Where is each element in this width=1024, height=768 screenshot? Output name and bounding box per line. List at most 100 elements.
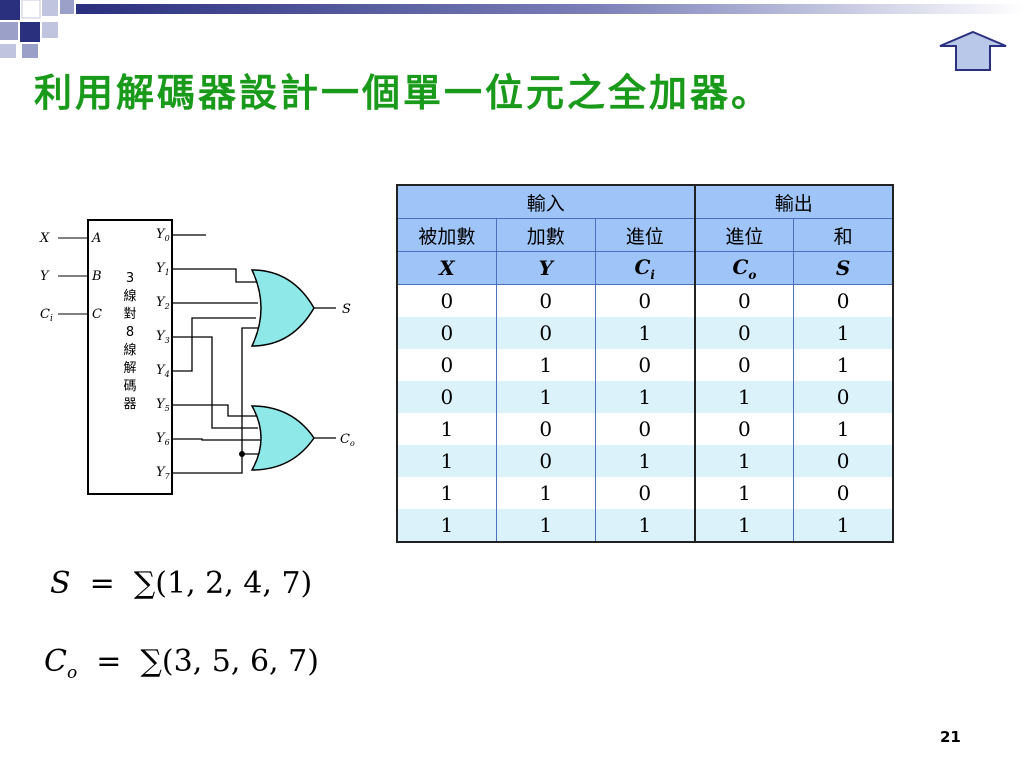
table-cell: 1	[396, 413, 497, 445]
table-cell: 0	[594, 413, 696, 445]
table-cell: 1	[793, 509, 894, 542]
table-group-header-row: 輸入 輸出	[396, 185, 894, 219]
var-header: Co	[693, 251, 795, 285]
table-cell: 1	[396, 445, 497, 477]
table-cell: 1	[594, 445, 696, 477]
pin-b: B	[91, 269, 102, 284]
or-gate-carry	[250, 405, 315, 471]
decoder-label-char: 8	[126, 325, 134, 340]
table-cell: 1	[693, 477, 795, 509]
table-cell: 0	[793, 381, 894, 413]
col-header: 加數	[495, 218, 596, 252]
pin-c: C	[92, 307, 102, 322]
table-cell: 0	[793, 445, 894, 477]
deco-square	[60, 0, 74, 14]
table-cell: 0	[594, 284, 696, 317]
table-cell: 0	[693, 317, 795, 349]
col-header: 和	[793, 218, 894, 252]
table-cell: 1	[693, 445, 795, 477]
table-cell: 1	[396, 477, 497, 509]
output-y5-label: Y5	[156, 397, 170, 413]
var-header: S	[793, 251, 894, 285]
col-header: 被加數	[396, 218, 497, 252]
equation-co: Co = ∑(3, 5, 6, 7)	[44, 644, 319, 683]
deco-square	[21, 0, 41, 19]
var-header: X	[396, 251, 497, 285]
table-cell: 0	[793, 284, 894, 317]
col-header: 進位	[594, 218, 696, 252]
output-s-label: S	[342, 302, 351, 317]
deco-square	[0, 44, 16, 58]
table-cell: 0	[495, 445, 596, 477]
header-input: 輸入	[396, 185, 696, 219]
equation-s: S = ∑(1, 2, 4, 7)	[50, 566, 313, 601]
deco-square	[0, 0, 20, 20]
table-cell: 1	[594, 381, 696, 413]
table-cell: 0	[594, 477, 696, 509]
input-y-label: Y	[40, 269, 50, 284]
table-cell: 1	[495, 477, 596, 509]
table-cell: 0	[495, 413, 596, 445]
table-cell: 1	[693, 509, 795, 542]
var-header: Ci	[594, 251, 696, 285]
output-co-label: Co	[340, 432, 355, 448]
wire-junction	[239, 451, 245, 457]
table-cell: 0	[396, 349, 497, 381]
output-y2-label: Y2	[156, 295, 170, 311]
table-cell: 0	[495, 284, 596, 317]
table-cell: 1	[793, 349, 894, 381]
output-y6-label: Y6	[156, 431, 170, 447]
slide-title: 利用解碼器設計一個單一位元之全加器。	[34, 71, 773, 115]
table-cell: 1	[396, 509, 497, 542]
deco-square	[0, 22, 18, 40]
header-gradient-bar	[76, 4, 1024, 14]
input-c-label: Ci	[40, 307, 53, 324]
up-arrow-icon[interactable]	[938, 30, 1008, 72]
table-cell: 1	[594, 509, 696, 542]
full-adder-circuit: X Y Ci A B C 3 線 對 8 線 解 碼 器 Y0 Y1 Y2 Y3…	[39, 219, 355, 495]
table-cell: 1	[594, 317, 696, 349]
pin-a: A	[91, 231, 101, 246]
table-cell: 1	[693, 381, 795, 413]
table-cell: 1	[793, 317, 894, 349]
table-cell: 0	[693, 284, 795, 317]
table-cell: 1	[495, 509, 596, 542]
output-y7-label: Y7	[156, 465, 171, 481]
table-cell: 0	[594, 349, 696, 381]
table-cell: 0	[396, 317, 497, 349]
decoder-label-char: 碼	[123, 379, 136, 394]
col-header: 進位	[693, 218, 795, 252]
header-decoration	[0, 0, 1024, 58]
table-cell: 0	[396, 381, 497, 413]
table-cell: 1	[495, 349, 596, 381]
table-cell: 1	[793, 413, 894, 445]
decoder-box	[87, 219, 173, 495]
output-y0-label: Y0	[156, 227, 170, 243]
table-cell: 0	[693, 413, 795, 445]
header-output: 輸出	[693, 185, 894, 219]
output-y4-label: Y4	[156, 363, 170, 379]
decoder-label-char: 線	[123, 342, 136, 358]
deco-square	[42, 22, 58, 38]
table-cell: 0	[495, 317, 596, 349]
table-cell: 0	[693, 349, 795, 381]
page-number: 21	[940, 728, 961, 746]
table-cell: 0	[396, 284, 497, 317]
decoder-label-char: 器	[123, 397, 136, 412]
var-header: Y	[495, 251, 596, 285]
decoder-output-wires	[172, 234, 268, 474]
output-y1-label: Y1	[156, 261, 170, 277]
table-col-header-row: 被加數 加數 進位 進位 和	[396, 218, 894, 252]
deco-square	[42, 0, 58, 16]
table-var-header-row: X Y Ci Co S	[396, 251, 894, 285]
table-cell: 0	[793, 477, 894, 509]
